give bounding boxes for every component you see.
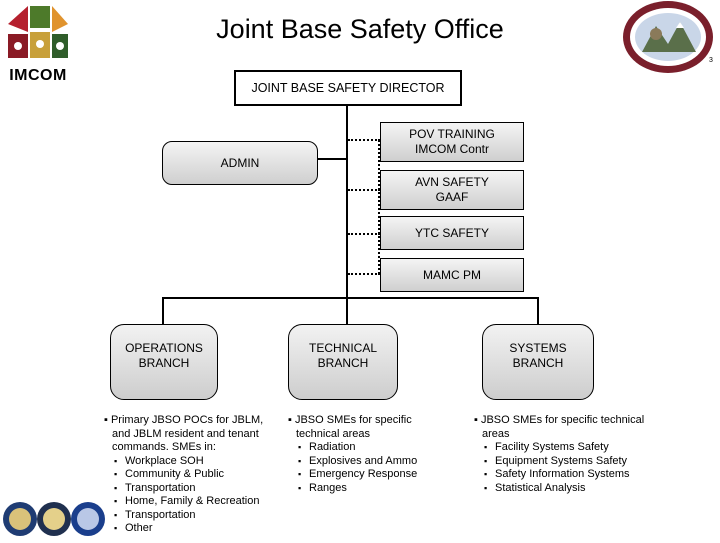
list-item: Community & Public xyxy=(110,468,276,482)
systems-details: ▪ JBSO SMEs for specific technical areas… xyxy=(474,414,654,495)
systems-branch-sublabel: BRANCH xyxy=(512,356,564,370)
technical-branch-box: TECHNICAL BRANCH xyxy=(288,324,398,400)
pov-training-sublabel: IMCOM Contr xyxy=(414,142,489,156)
operations-lead: ▪ Primary JBSO POCs for JBLM, and JBLM r… xyxy=(104,414,264,453)
systems-branch-box: SYSTEMS BRANCH xyxy=(482,324,594,400)
avn-safety-sublabel: GAAF xyxy=(435,190,469,204)
technical-branch-sublabel: BRANCH xyxy=(317,356,369,370)
pov-training-label: POV TRAINING xyxy=(409,127,495,141)
branch-crossbar xyxy=(163,297,539,299)
technical-lead-text: JBSO SMEs for specific technical areas xyxy=(294,414,412,440)
list-item: Transportation xyxy=(110,482,276,496)
list-item: Home, Family & Recreation xyxy=(110,495,276,509)
technical-lead: ▪ JBSO SMEs for specific technical areas xyxy=(288,414,412,440)
mamc-pm-box: MAMC PM xyxy=(380,258,524,292)
list-item: Workplace SOH xyxy=(110,455,276,469)
dotted-connector-ytc xyxy=(348,233,380,235)
director-box: JOINT BASE SAFETY DIRECTOR xyxy=(234,70,462,106)
pov-training-box: POV TRAINING IMCOM Contr xyxy=(380,122,524,162)
systems-lead-text: JBSO SMEs for specific technical areas xyxy=(480,414,645,440)
imcom-logo: IMCOM xyxy=(2,2,74,84)
technical-details: ▪ JBSO SMEs for specific technical areas… xyxy=(288,414,438,495)
service-seals-icon xyxy=(3,502,105,536)
systems-drop xyxy=(537,297,539,325)
imcom-logo-text: IMCOM xyxy=(9,67,67,84)
trunk-line xyxy=(346,104,348,298)
list-item: Ranges xyxy=(294,482,438,496)
systems-branch-label: SYSTEMS xyxy=(509,341,567,355)
page-number: 3 xyxy=(709,57,713,64)
operations-branch-label: OPERATIONS xyxy=(125,341,203,355)
director-label: JOINT BASE SAFETY DIRECTOR xyxy=(251,80,445,95)
operations-items: Workplace SOH Community & Public Transpo… xyxy=(110,455,276,536)
list-item: Safety Information Systems xyxy=(480,468,654,482)
list-item: Equipment Systems Safety xyxy=(480,455,654,469)
imcom-logo-icon xyxy=(8,6,68,58)
systems-lead: ▪ JBSO SMEs for specific technical areas xyxy=(474,414,645,440)
list-item: Emergency Response xyxy=(294,468,438,482)
joint-base-seal-icon xyxy=(623,1,713,73)
operations-lead-text: Primary JBSO POCs for JBLM, and JBLM res… xyxy=(110,414,264,453)
operations-branch-box: OPERATIONS BRANCH xyxy=(110,324,218,400)
avn-safety-box: AVN SAFETY GAAF xyxy=(380,170,524,210)
operations-drop xyxy=(162,297,164,325)
dotted-connector-pov xyxy=(348,139,380,141)
ytc-safety-box: YTC SAFETY xyxy=(380,216,524,250)
list-item: Explosives and Ammo xyxy=(294,455,438,469)
mamc-pm-label: MAMC PM xyxy=(423,267,481,282)
ytc-safety-label: YTC SAFETY xyxy=(414,225,489,240)
list-item: Other xyxy=(110,522,276,536)
avn-safety-label: AVN SAFETY xyxy=(415,175,489,189)
technical-items: Radiation Explosives and Ammo Emergency … xyxy=(294,441,438,495)
service-seals xyxy=(2,500,106,538)
list-item: Radiation xyxy=(294,441,438,455)
list-item: Transportation xyxy=(110,509,276,523)
operations-branch-sublabel: BRANCH xyxy=(138,356,190,370)
page-title: Joint Base Safety Office xyxy=(216,14,504,44)
admin-connector xyxy=(318,158,348,160)
list-item: Facility Systems Safety xyxy=(480,441,654,455)
operations-details: ▪ Primary JBSO POCs for JBLM, and JBLM r… xyxy=(104,414,276,536)
dotted-connector-mamc xyxy=(348,273,380,275)
systems-items: Facility Systems Safety Equipment System… xyxy=(480,441,654,495)
admin-box: ADMIN xyxy=(162,141,318,185)
technical-branch-label: TECHNICAL xyxy=(308,341,377,355)
dotted-connector-avn xyxy=(348,189,380,191)
joint-base-seal xyxy=(622,0,718,76)
admin-label: ADMIN xyxy=(220,155,260,170)
dotted-staff-line xyxy=(378,140,380,274)
list-item: Statistical Analysis xyxy=(480,482,654,496)
technical-drop xyxy=(346,297,348,325)
